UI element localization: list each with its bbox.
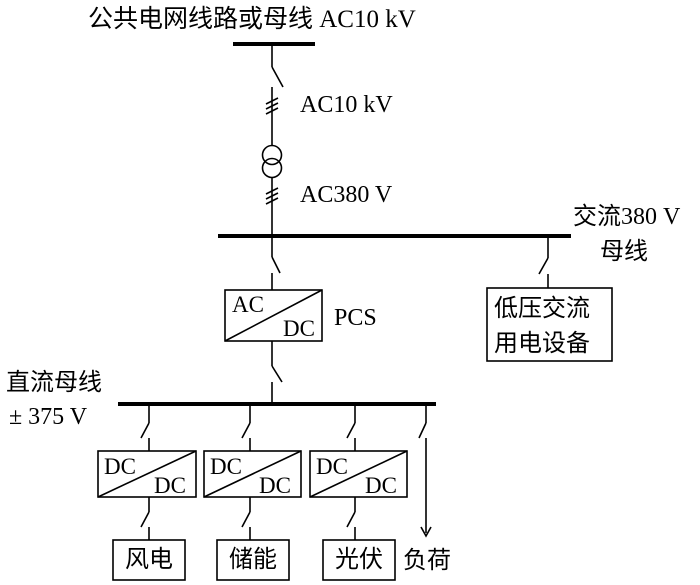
conv3-bottom-label: DC [365, 473, 397, 498]
conv3-switch [346, 422, 356, 439]
hv-voltage-label: AC10 kV [300, 92, 393, 118]
dc-bus-label-line1: 直流母线 [6, 370, 102, 396]
conv1-top-label: DC [104, 454, 136, 479]
source1-box [112, 539, 186, 581]
pcs-top-label: AC [232, 292, 264, 317]
conv3-diagonal [309, 450, 408, 498]
grid-label: 公共电网线路或母线 AC10 kV [88, 6, 416, 33]
pcs-switch [271, 256, 281, 274]
conv2-switch [241, 422, 251, 439]
lv-ct-icon [265, 187, 279, 205]
pcs-bottom-label: DC [283, 316, 315, 341]
ac-bus-label-line1: 交流380 V [573, 204, 681, 230]
conv2-out-switch [241, 511, 251, 528]
grid-switch [271, 66, 284, 88]
conv2-diagonal [203, 450, 302, 498]
conv1-out-switch [140, 511, 150, 528]
source2-box [216, 539, 290, 581]
conv3-top-label: DC [316, 454, 348, 479]
load-arrow-icon [420, 526, 432, 538]
lv-equipment-label-line1: 低压交流 [494, 296, 590, 322]
ac-bus-label-line2: 母线 [600, 239, 648, 265]
conv2-top-label: DC [210, 454, 242, 479]
conv1-box [97, 450, 197, 498]
conv3-box [309, 450, 408, 498]
pcs-name-label: PCS [334, 305, 377, 331]
transformer-icon [261, 144, 283, 179]
lv-voltage-label: AC380 V [300, 182, 393, 208]
pcs-diagonal [224, 289, 323, 342]
pcs-dc-switch [271, 365, 283, 383]
conv2-box [203, 450, 302, 498]
conv1-bottom-label: DC [154, 473, 186, 498]
source1-label: 风电 [125, 547, 173, 573]
pcs-box [224, 289, 323, 342]
lv-equipment-label-line2: 用电设备 [494, 331, 590, 357]
conv1-diagonal [97, 450, 197, 498]
conv2-bottom-label: DC [259, 473, 291, 498]
source3-box [322, 539, 396, 581]
lv-equip-switch [538, 257, 549, 275]
hv-ct-icon [265, 97, 279, 115]
lv-equipment-box [486, 287, 613, 362]
load-switch [418, 422, 427, 439]
load-label: 负荷 [403, 548, 451, 574]
conv1-switch [140, 422, 150, 439]
conv3-out-switch [346, 511, 356, 528]
dc-bus-label-line2: ± 375 V [9, 404, 88, 430]
source2-label: 储能 [229, 547, 277, 573]
source3-label: 光伏 [335, 547, 383, 573]
